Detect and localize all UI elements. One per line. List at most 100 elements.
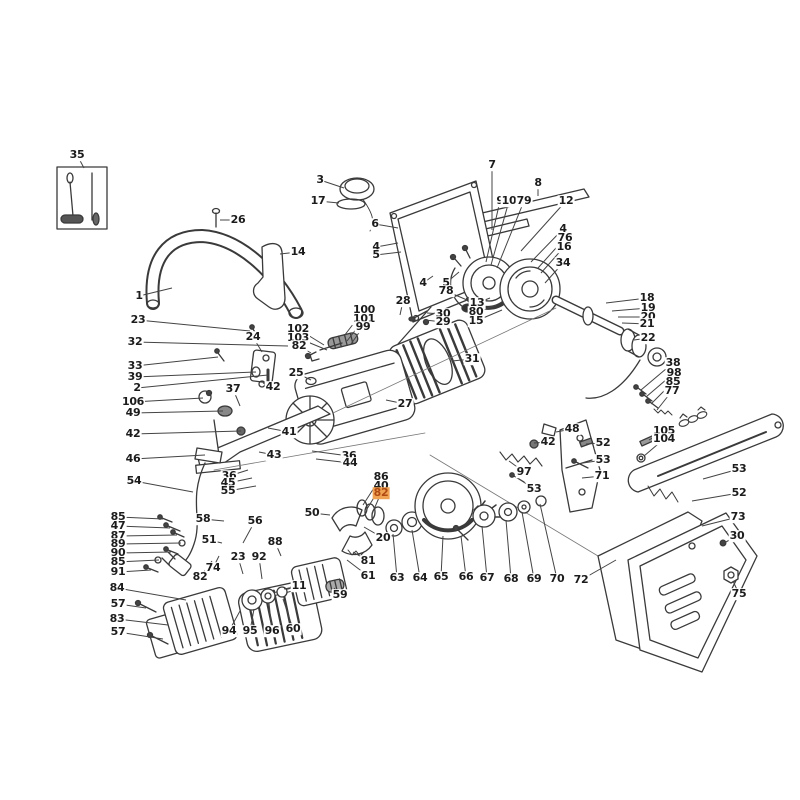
- part-label-97[interactable]: 97: [515, 465, 533, 479]
- part-label-82-selected[interactable]: 82: [372, 486, 390, 500]
- part-label-42[interactable]: 42: [539, 435, 557, 449]
- part-label-46[interactable]: 46: [124, 452, 142, 466]
- part-label-100[interactable]: 100: [351, 303, 377, 317]
- part-label-85[interactable]: 85: [109, 555, 127, 569]
- part-label-58[interactable]: 58: [194, 512, 212, 526]
- part-label-11[interactable]: 11: [290, 579, 308, 593]
- part-label-85[interactable]: 85: [664, 375, 682, 389]
- part-label-3[interactable]: 3: [315, 173, 325, 187]
- part-label-53[interactable]: 53: [594, 453, 612, 467]
- part-label-15[interactable]: 15: [467, 314, 485, 328]
- part-label-36[interactable]: 36: [340, 449, 358, 463]
- part-label-9[interactable]: 9: [495, 195, 505, 207]
- part-label-23[interactable]: 23: [129, 313, 147, 327]
- part-label-41[interactable]: 41: [280, 425, 298, 439]
- part-label-75[interactable]: 75: [730, 587, 748, 601]
- part-label-4[interactable]: 4: [558, 222, 568, 236]
- part-label-90[interactable]: 90: [109, 546, 127, 560]
- part-label-43[interactable]: 43: [265, 448, 283, 462]
- part-label-7[interactable]: 7: [487, 158, 497, 172]
- part-label-17[interactable]: 17: [309, 194, 327, 208]
- part-label-104[interactable]: 104: [651, 432, 677, 446]
- part-label-13[interactable]: 13: [468, 296, 486, 310]
- part-label-44[interactable]: 44: [341, 456, 359, 470]
- part-label-38[interactable]: 38: [664, 356, 682, 370]
- part-label-53[interactable]: 53: [525, 482, 543, 496]
- part-label-2[interactable]: 2: [132, 381, 142, 395]
- part-label-12[interactable]: 12: [557, 194, 575, 208]
- part-label-85[interactable]: 85: [109, 510, 127, 524]
- part-label-96[interactable]: 96: [263, 624, 281, 638]
- part-label-56[interactable]: 56: [246, 514, 264, 528]
- part-label-78[interactable]: 78: [437, 284, 455, 298]
- part-label-28[interactable]: 28: [394, 294, 412, 308]
- part-label-48[interactable]: 48: [563, 422, 581, 436]
- part-label-16[interactable]: 16: [555, 240, 573, 254]
- part-label-21[interactable]: 21: [638, 317, 656, 331]
- part-label-18[interactable]: 18: [638, 291, 656, 305]
- part-label-29[interactable]: 29: [434, 315, 452, 329]
- part-label-47[interactable]: 47: [109, 519, 127, 533]
- part-label-61[interactable]: 61: [359, 569, 377, 583]
- part-label-49[interactable]: 49: [124, 406, 142, 420]
- part-label-10[interactable]: 10: [500, 194, 518, 208]
- part-label-33[interactable]: 33: [126, 359, 144, 373]
- part-label-8[interactable]: 8: [533, 176, 543, 190]
- part-label-39[interactable]: 39: [126, 370, 144, 384]
- part-label-27[interactable]: 27: [396, 397, 414, 411]
- part-label-30[interactable]: 30: [728, 529, 746, 543]
- part-label-71[interactable]: 71: [593, 469, 611, 483]
- part-label-42[interactable]: 42: [124, 427, 142, 441]
- part-label-14[interactable]: 14: [289, 245, 307, 259]
- part-label-94[interactable]: 94: [220, 624, 238, 638]
- part-label-82[interactable]: 82: [290, 339, 308, 353]
- part-label-53[interactable]: 53: [730, 462, 748, 476]
- part-label-20[interactable]: 20: [639, 310, 657, 324]
- part-label-31[interactable]: 31: [463, 352, 481, 366]
- part-label-34[interactable]: 34: [554, 256, 572, 270]
- part-label-103[interactable]: 103: [285, 331, 311, 345]
- part-label-69[interactable]: 69: [525, 572, 543, 586]
- part-label-82[interactable]: 82: [191, 570, 209, 584]
- part-label-73[interactable]: 73: [729, 510, 747, 524]
- part-label-42[interactable]: 42: [264, 380, 282, 394]
- part-label-1[interactable]: 1: [134, 289, 144, 303]
- part-label-36[interactable]: 36: [220, 469, 238, 483]
- part-label-5[interactable]: 5: [441, 276, 451, 290]
- part-label-59[interactable]: 59: [331, 588, 349, 602]
- part-label-91[interactable]: 91: [109, 565, 127, 579]
- part-label-22[interactable]: 22: [639, 331, 657, 345]
- part-label-86[interactable]: 86: [372, 470, 390, 484]
- part-label-54[interactable]: 54: [125, 474, 143, 488]
- part-label-105[interactable]: 105: [651, 424, 677, 438]
- part-label-98[interactable]: 98: [665, 366, 683, 380]
- part-label-60[interactable]: 60: [284, 622, 302, 636]
- part-label-84[interactable]: 84: [108, 581, 126, 595]
- part-label-65[interactable]: 65: [432, 570, 450, 584]
- part-label-67[interactable]: 67: [478, 571, 496, 585]
- part-label-4[interactable]: 4: [418, 276, 428, 290]
- part-label-23[interactable]: 23: [229, 550, 247, 564]
- part-label-99[interactable]: 99: [354, 320, 372, 334]
- part-label-19[interactable]: 19: [639, 301, 657, 315]
- part-label-77[interactable]: 77: [663, 384, 681, 398]
- part-label-30[interactable]: 30: [434, 307, 452, 321]
- part-label-74[interactable]: 74: [204, 561, 222, 575]
- part-label-79[interactable]: 79: [515, 194, 533, 208]
- part-label-72[interactable]: 72: [572, 573, 590, 587]
- part-label-87[interactable]: 87: [109, 529, 127, 543]
- part-label-80[interactable]: 80: [467, 305, 485, 319]
- part-label-55[interactable]: 55: [219, 484, 237, 498]
- part-label-6[interactable]: 6: [370, 217, 380, 231]
- part-label-95[interactable]: 95: [241, 624, 259, 638]
- part-label-50[interactable]: 50: [303, 506, 321, 520]
- part-label-102[interactable]: 102: [285, 322, 311, 336]
- part-label-26[interactable]: 26: [229, 213, 247, 227]
- part-label-24[interactable]: 24: [244, 330, 262, 344]
- part-label-70[interactable]: 70: [548, 572, 566, 586]
- part-label-20[interactable]: 20: [374, 531, 392, 545]
- part-label-35[interactable]: 35: [68, 148, 86, 162]
- part-label-51[interactable]: 51: [200, 533, 218, 547]
- part-label-57[interactable]: 57: [109, 597, 127, 611]
- part-label-40[interactable]: 40: [372, 479, 390, 493]
